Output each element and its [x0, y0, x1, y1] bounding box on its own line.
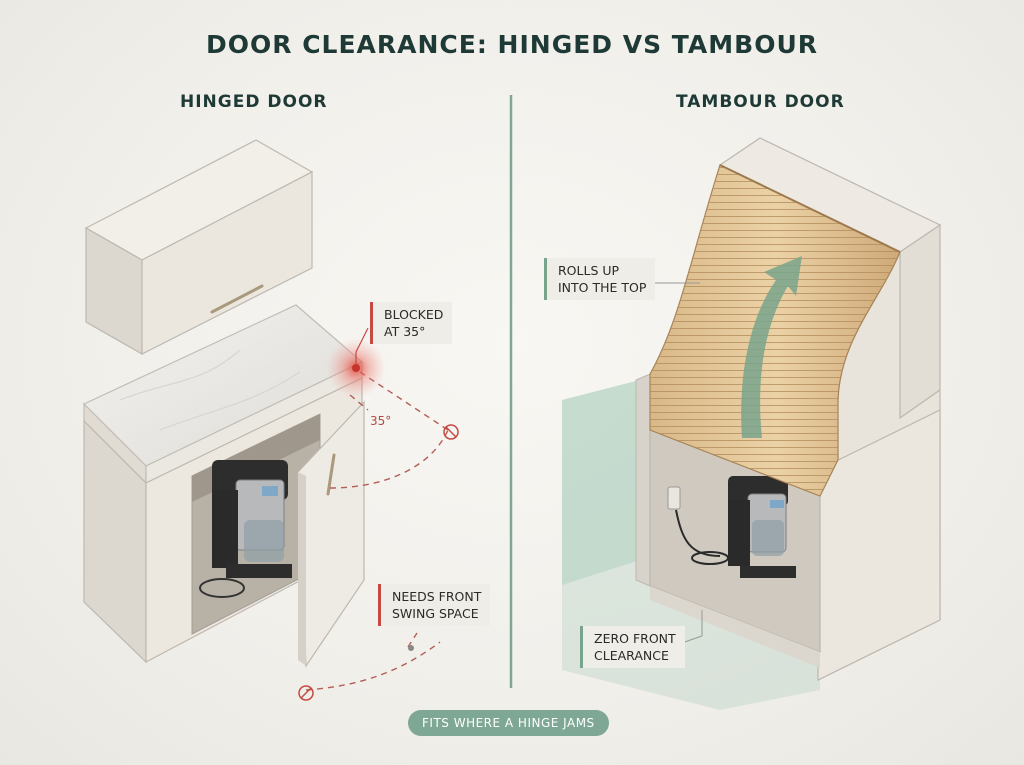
- blocked-icon: [443, 424, 459, 440]
- footer-pill: FITS WHERE A HINGE JAMS: [408, 710, 609, 736]
- angle-label: 35°: [370, 414, 392, 428]
- arrow-up-icon: [741, 256, 802, 438]
- coffee-maker-left: [199, 460, 292, 598]
- tambour-door: [649, 164, 901, 497]
- callout-zero-clearance: ZERO FRONT CLEARANCE: [580, 626, 685, 668]
- coffee-maker-right: [728, 476, 796, 578]
- heading-hinged-door: HINGED DOOR: [180, 92, 328, 112]
- callout-blocked: BLOCKED AT 35°: [370, 302, 453, 344]
- page-title: DOOR CLEARANCE: HINGED VS TAMBOUR: [205, 30, 819, 59]
- callout-rolls-up: ROLLS UP INTO THE TOP: [544, 258, 656, 300]
- tambour-cabinet: [635, 137, 942, 681]
- hinged-door: [297, 400, 365, 668]
- heading-tambour-door: TAMBOUR DOOR: [676, 92, 845, 112]
- callout-swing-space: NEEDS FRONT SWING SPACE: [378, 584, 491, 626]
- upper-cabinet: [84, 139, 314, 356]
- blocked-icon: [298, 685, 314, 701]
